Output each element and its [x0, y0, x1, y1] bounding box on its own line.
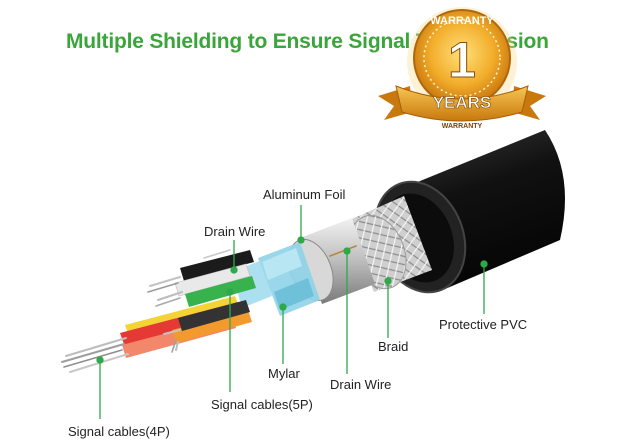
- label-signal-cables-4p: Signal cables(4P): [68, 424, 170, 439]
- label-signal-cables-5p: Signal cables(5P): [211, 397, 313, 412]
- leader-lines: [96, 205, 488, 419]
- label-protective-pvc: Protective PVC: [439, 317, 528, 332]
- label-drain-wire-top: Drain Wire: [204, 224, 266, 239]
- badge-top-text: WARRANTY: [430, 15, 494, 27]
- badge-number: 1: [448, 32, 476, 88]
- badge-bottom-text: WARRANTY: [442, 123, 483, 130]
- label-braid: Braid: [378, 339, 409, 354]
- warranty-badge: WARRANTY 1 YEARS WARRANTY: [378, 7, 546, 130]
- conductor-bundle: [120, 250, 256, 358]
- label-mylar: Mylar: [268, 366, 300, 381]
- badge-ribbon: [395, 85, 529, 122]
- badge-ribbon-text: YEARS: [433, 93, 492, 112]
- label-aluminum-foil: Aluminum Foil: [263, 187, 346, 202]
- label-drain-wire-bottom: Drain Wire: [330, 377, 392, 392]
